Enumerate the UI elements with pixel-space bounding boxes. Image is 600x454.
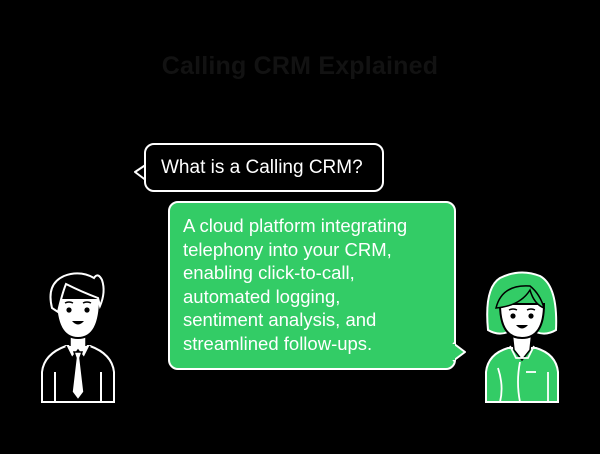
question-text: What is a Calling CRM?	[161, 156, 363, 178]
answer-line: A cloud platform integrating	[183, 215, 408, 236]
answer-line: enabling click-to-call,	[183, 262, 355, 284]
answer-line: telephony into your CRM,	[183, 238, 392, 260]
answer-bubble-tail-icon	[452, 342, 466, 362]
answer-line: streamlined follow-ups.	[183, 332, 373, 354]
question-bubble: What is a Calling CRM?	[144, 143, 384, 192]
page-title: Calling CRM Explained	[161, 52, 439, 80]
man-with-tie-icon	[41, 272, 115, 403]
answer-line: sentiment analysis, and	[183, 309, 377, 331]
woman-green-icon	[485, 271, 559, 403]
answer-line: automated logging,	[183, 285, 341, 307]
answer-bubble: A cloud platform integrating telephony i…	[168, 201, 456, 370]
